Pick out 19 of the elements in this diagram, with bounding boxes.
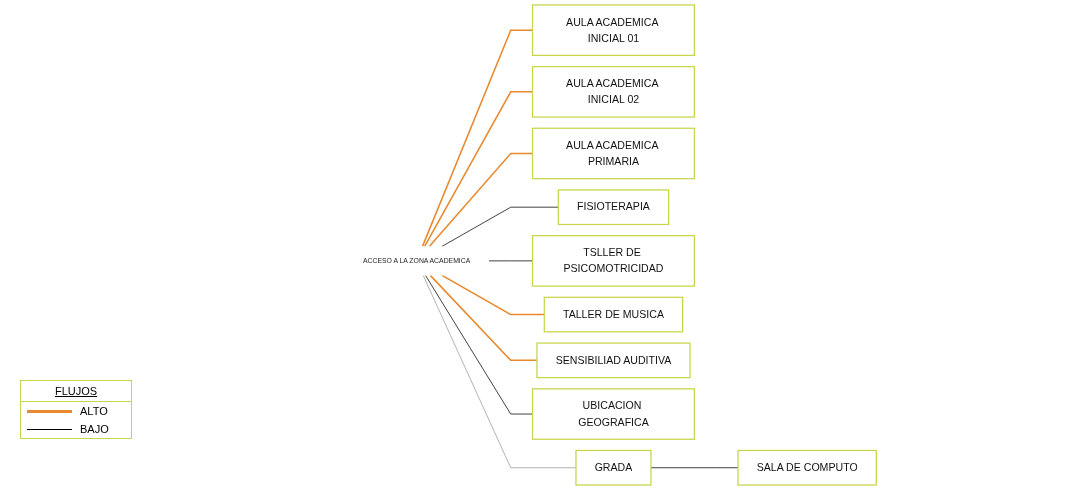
- connector: [440, 274, 545, 316]
- node-box: FISIOTERAPIA: [557, 189, 669, 226]
- legend-label: ALTO: [80, 405, 108, 417]
- node-box: SENSIBILIAD AUDITIVA: [536, 342, 691, 379]
- connector: [424, 274, 533, 415]
- node-box: TSLLER DE PSICOMOTRICIDAD: [531, 235, 695, 287]
- node-box: GRADA: [575, 449, 652, 486]
- node-box: AULA ACADEMICA INICIAL 01: [531, 4, 695, 57]
- legend-title: FLUJOS: [21, 381, 131, 402]
- node-box: AULA ACADEMICA PRIMARIA: [531, 127, 695, 180]
- connector: [421, 29, 533, 248]
- connector: [428, 152, 533, 248]
- connector: [423, 91, 533, 248]
- node-box: UBICACION GEOGRAFICA: [531, 388, 695, 440]
- node-box: AULA ACADEMICA INICIAL 02: [531, 66, 695, 118]
- node-box: TALLER DE MUSICA: [543, 296, 683, 333]
- node-box: SALA DE COMPUTO: [737, 449, 877, 486]
- legend-label: BAJO: [80, 423, 109, 435]
- connector: [441, 206, 559, 247]
